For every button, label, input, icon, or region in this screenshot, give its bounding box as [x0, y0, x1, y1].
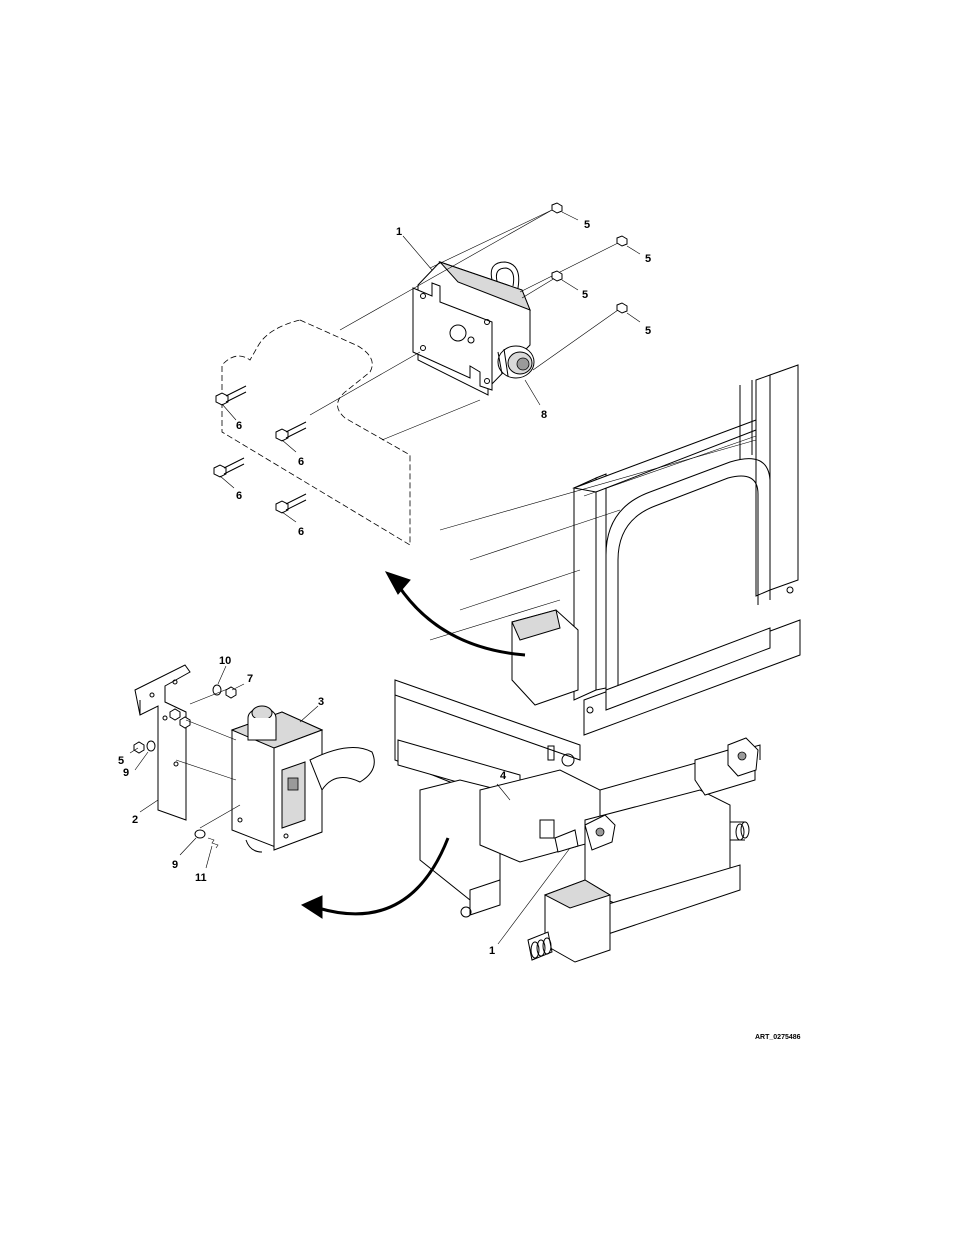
callout-7: 7	[247, 673, 253, 685]
bracket-2	[135, 665, 190, 820]
callout-1-upper: 1	[396, 226, 402, 238]
platform-gate-structure	[395, 365, 800, 790]
callout-9-a: 9	[123, 767, 129, 779]
callout-3: 3	[318, 696, 324, 708]
lower-chassis	[398, 738, 760, 962]
callout-6-d: 6	[298, 526, 304, 538]
upper-callout-leaders	[220, 212, 640, 522]
mounting-plate-phantom	[222, 320, 410, 545]
cable-gland-8	[498, 346, 534, 378]
callout-5-c: 5	[582, 289, 588, 301]
callout-10: 10	[219, 655, 231, 667]
callout-5-e: 5	[118, 755, 124, 767]
arrow-to-upper-detail	[398, 585, 525, 655]
art-identifier: ART_0275486	[755, 1034, 801, 1041]
enclosure-3	[232, 706, 374, 852]
callout-6-c: 6	[236, 490, 242, 502]
callout-2: 2	[132, 814, 138, 826]
callout-5-b: 5	[645, 253, 651, 265]
callout-4: 4	[500, 770, 507, 782]
callout-11: 11	[195, 872, 207, 884]
callout-5-a: 5	[584, 219, 590, 231]
callout-6-a: 6	[236, 420, 242, 432]
callout-8: 8	[541, 409, 547, 421]
callout-9-b: 9	[172, 859, 178, 871]
screws-6	[214, 386, 306, 513]
callout-1-lower: 1	[489, 945, 495, 957]
callout-6-b: 6	[298, 456, 304, 468]
callout-5-d: 5	[645, 325, 651, 337]
